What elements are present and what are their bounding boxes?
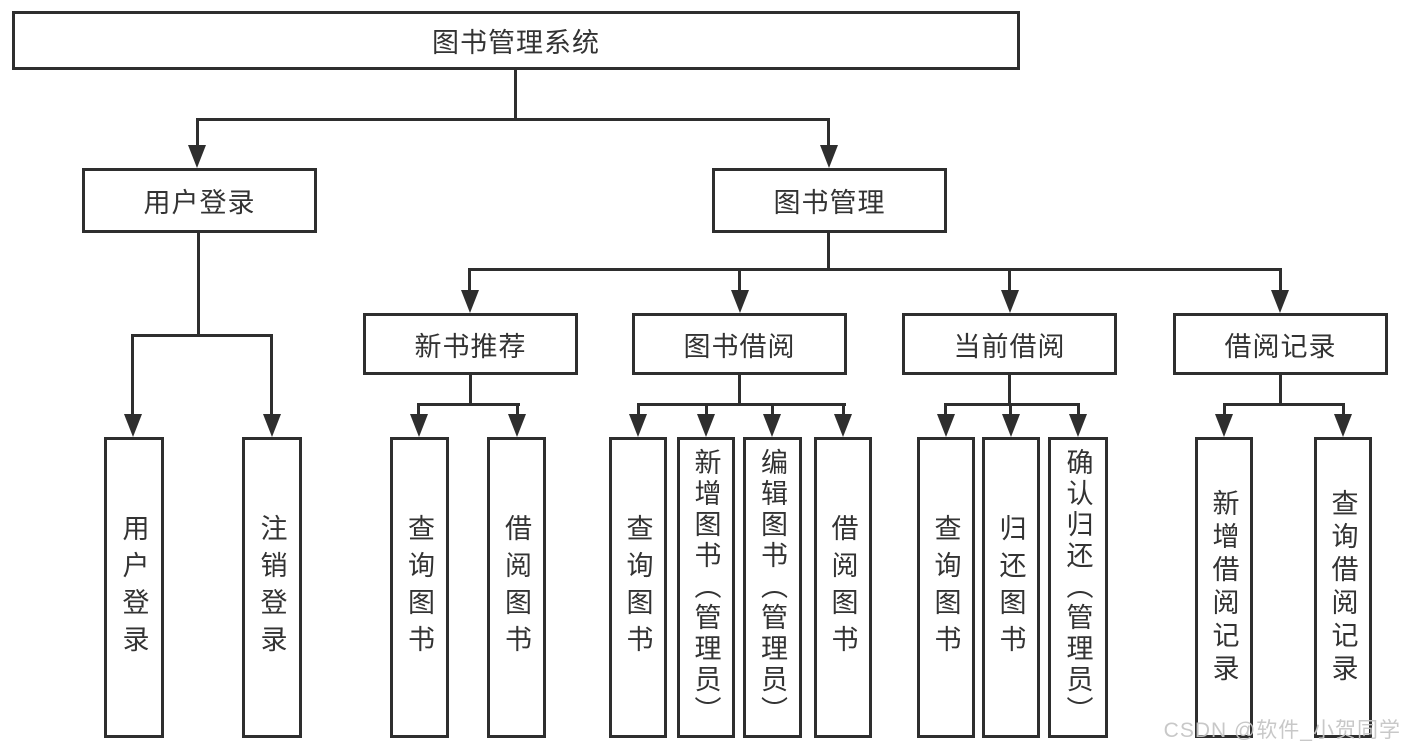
node-borrow-records-label: 借阅记录: [1224, 331, 1337, 362]
node-confirm-return-admin: 确认归还（管理员）: [1048, 437, 1108, 738]
connector-line: [1077, 403, 1080, 417]
arrow-down-icon: [1001, 290, 1019, 313]
node-borrow-query-books-label: 查询图书: [622, 513, 653, 662]
connector-line: [468, 268, 471, 294]
arrow-down-icon: [410, 414, 428, 437]
node-user-login-label: 用户登录: [143, 188, 256, 218]
node-new-book-recommend: 新书推荐: [363, 313, 578, 375]
connector-line: [637, 403, 640, 417]
node-book-borrow: 图书借阅: [632, 313, 847, 375]
node-logout-leaf: 注销登录: [242, 437, 302, 738]
node-recommend-borrow-books: 借阅图书: [487, 437, 546, 738]
node-new-book-recommend-label: 新书推荐: [414, 331, 527, 362]
connector-line: [270, 334, 273, 418]
node-logout-leaf-label: 注销登录: [256, 513, 287, 662]
connector-line: [944, 403, 1080, 406]
node-borrow-books-leaf: 借阅图书: [814, 437, 872, 738]
node-current-borrow-label: 当前借阅: [953, 331, 1066, 362]
arrow-down-icon: [188, 145, 206, 168]
node-book-management: 图书管理: [712, 168, 947, 233]
connector-line: [842, 403, 845, 417]
connector-line: [469, 373, 472, 406]
connector-line: [417, 403, 520, 406]
node-user-login-leaf-label: 用户登录: [118, 513, 149, 662]
connector-line: [738, 373, 741, 406]
connector-line: [1279, 268, 1282, 294]
connector-line: [1279, 373, 1282, 406]
node-add-borrow-record-label: 新增借阅记录: [1208, 488, 1239, 687]
arrow-down-icon: [263, 414, 281, 437]
connector-line: [738, 268, 741, 294]
node-user-login-leaf: 用户登录: [104, 437, 164, 738]
arrow-down-icon: [763, 414, 781, 437]
arrow-down-icon: [1215, 414, 1233, 437]
connector-line: [705, 403, 708, 417]
connector-line: [1223, 403, 1226, 417]
node-add-books-admin-label: 新增图书（管理员）: [690, 448, 721, 727]
node-add-borrow-record: 新增借阅记录: [1195, 437, 1253, 738]
connector-line: [944, 403, 947, 417]
connector-line: [771, 403, 774, 417]
connector-line: [417, 403, 420, 417]
arrow-down-icon: [1002, 414, 1020, 437]
node-return-books-label: 归还图书: [995, 513, 1026, 662]
connector-line: [1342, 403, 1345, 417]
node-borrow-records: 借阅记录: [1173, 313, 1388, 375]
node-current-borrow: 当前借阅: [902, 313, 1117, 375]
node-edit-books-admin-label: 编辑图书（管理员）: [757, 448, 787, 727]
connector-line: [131, 334, 134, 418]
connector-line: [827, 118, 830, 148]
node-confirm-return-admin-label: 确认归还（管理员）: [1062, 448, 1093, 727]
csdn-watermark: CSDN @软件_小贺同学: [1163, 719, 1401, 742]
connector-line: [516, 403, 519, 417]
node-query-borrow-record: 查询借阅记录: [1314, 437, 1372, 738]
node-add-books-admin: 新增图书（管理员）: [677, 437, 735, 738]
arrow-down-icon: [124, 414, 142, 437]
arrow-down-icon: [731, 290, 749, 313]
node-user-login: 用户登录: [82, 168, 317, 233]
node-return-books: 归还图书: [982, 437, 1040, 738]
arrow-down-icon: [1334, 414, 1352, 437]
connector-line: [1223, 403, 1345, 406]
connector-line: [131, 334, 273, 337]
node-library-system: 图书管理系统: [12, 11, 1020, 70]
node-current-query-books: 查询图书: [917, 437, 975, 738]
connector-line: [196, 118, 830, 121]
arrow-down-icon: [629, 414, 647, 437]
connector-line: [468, 268, 1282, 271]
arrow-down-icon: [1069, 414, 1087, 437]
arrow-down-icon: [508, 414, 526, 437]
connector-line: [197, 231, 200, 337]
node-borrow-query-books: 查询图书: [609, 437, 667, 738]
node-query-borrow-record-label: 查询借阅记录: [1327, 488, 1358, 687]
node-edit-books-admin: 编辑图书（管理员）: [743, 437, 802, 738]
node-recommend-borrow-books-label: 借阅图书: [501, 513, 531, 662]
connector-line: [827, 231, 830, 271]
node-book-management-label: 图书管理: [773, 188, 886, 218]
connector-line: [196, 118, 199, 148]
arrow-down-icon: [937, 414, 955, 437]
connector-line: [637, 403, 846, 406]
arrow-down-icon: [834, 414, 852, 437]
connector-line: [514, 68, 517, 121]
arrow-down-icon: [461, 290, 479, 313]
node-borrow-books-leaf-label: 借阅图书: [827, 513, 858, 662]
node-recommend-query-books-label: 查询图书: [404, 513, 434, 662]
connector-line: [1008, 268, 1011, 294]
arrow-down-icon: [697, 414, 715, 437]
connector-line: [1009, 403, 1012, 417]
node-book-borrow-label: 图书借阅: [683, 331, 796, 362]
arrow-down-icon: [820, 145, 838, 168]
connector-line: [1008, 373, 1011, 406]
node-library-system-label: 图书管理系统: [432, 28, 600, 58]
arrow-down-icon: [1271, 290, 1289, 313]
node-recommend-query-books: 查询图书: [390, 437, 449, 738]
node-current-query-books-label: 查询图书: [930, 513, 961, 662]
